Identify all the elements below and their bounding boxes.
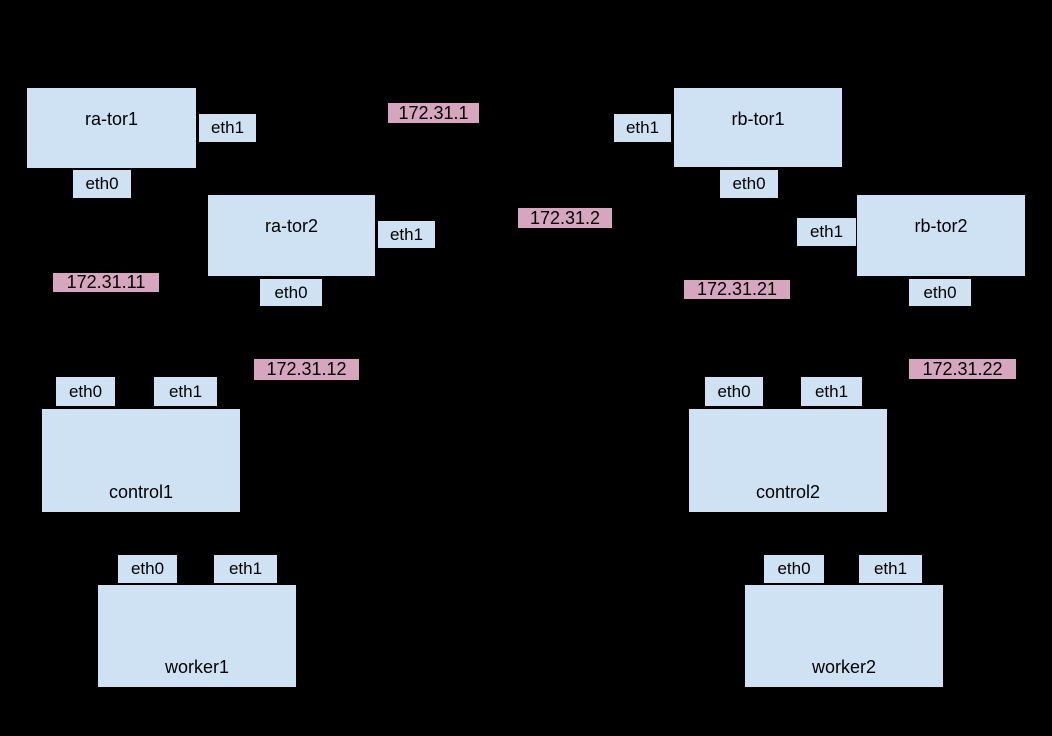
port-worker1-eth0: eth0 — [117, 554, 178, 584]
port-rb-tor2-eth0: eth0 — [908, 278, 972, 307]
port-label: eth1 — [228, 559, 263, 578]
ip-label-172-31-21: 172.31.21 — [684, 279, 790, 299]
node-ra-tor1: ra-tor1 — [26, 87, 197, 169]
port-worker1-eth1: eth1 — [213, 554, 278, 584]
node-label: ra-tor1 — [84, 109, 138, 129]
port-label: eth0 — [717, 381, 751, 401]
port-control2-eth1: eth1 — [800, 376, 863, 407]
port-label: eth0 — [68, 381, 103, 401]
node-label: rb-tor2 — [914, 216, 968, 236]
port-control1-eth1: eth1 — [153, 376, 218, 407]
port-label: eth1 — [873, 559, 908, 578]
node-label: worker2 — [811, 657, 877, 677]
ip-text: 172.31.12 — [266, 359, 347, 379]
ip-label-172-31-22: 172.31.22 — [909, 359, 1016, 379]
port-label: eth1 — [814, 381, 849, 401]
port-worker2-eth0: eth0 — [763, 554, 825, 584]
port-rb-tor2-eth1: eth1 — [796, 217, 857, 247]
node-rb-tor1: rb-tor1 — [673, 87, 843, 168]
port-ra-tor1-eth0: eth0 — [72, 169, 132, 199]
port-label: eth0 — [777, 559, 811, 578]
node-control1: control1 — [41, 408, 241, 513]
port-rb-tor1-eth1: eth1 — [613, 113, 672, 143]
ip-label-172-31-2: 172.31.2 — [518, 208, 612, 228]
port-ra-tor2-eth1: eth1 — [377, 220, 436, 249]
ip-label-172-31-1: 172.31.1 — [388, 103, 479, 123]
port-label: eth0 — [732, 174, 766, 193]
ip-label-172-31-11: 172.31.11 — [53, 272, 159, 292]
ip-text: 172.31.21 — [696, 279, 778, 299]
port-label: eth1 — [625, 118, 660, 137]
node-label: control2 — [755, 482, 821, 502]
port-ra-tor2-eth0: eth0 — [259, 278, 323, 307]
node-rb-tor2: rb-tor2 — [856, 194, 1026, 277]
port-rb-tor1-eth0: eth0 — [719, 169, 779, 199]
port-control1-eth0: eth0 — [55, 376, 116, 407]
ip-text: 172.31.11 — [66, 272, 146, 292]
port-control2-eth0: eth0 — [704, 376, 764, 407]
port-label: eth0 — [130, 559, 165, 578]
port-label: eth0 — [923, 282, 957, 302]
ip-text: 172.31.22 — [922, 358, 1003, 379]
port-worker2-eth1: eth1 — [858, 554, 923, 584]
node-label: rb-tor1 — [731, 109, 785, 129]
port-ra-tor1-eth1: eth1 — [198, 113, 257, 143]
port-label: eth1 — [210, 118, 245, 137]
port-label: eth0 — [274, 282, 308, 302]
ip-label-172-31-12: 172.31.12 — [254, 359, 359, 380]
node-label: worker1 — [164, 657, 230, 677]
node-worker2: worker2 — [744, 584, 944, 688]
port-label: eth1 — [168, 381, 203, 401]
ip-text: 172.31.2 — [529, 207, 601, 228]
node-label: control1 — [108, 482, 174, 502]
node-label: ra-tor2 — [264, 216, 318, 236]
node-ra-tor2: ra-tor2 — [207, 194, 376, 277]
port-label: eth1 — [809, 222, 844, 241]
port-label: eth0 — [85, 174, 119, 193]
ip-text: 172.31.1 — [398, 102, 469, 123]
node-control2: control2 — [688, 408, 888, 513]
node-worker1: worker1 — [97, 584, 297, 688]
port-label: eth1 — [389, 224, 424, 244]
